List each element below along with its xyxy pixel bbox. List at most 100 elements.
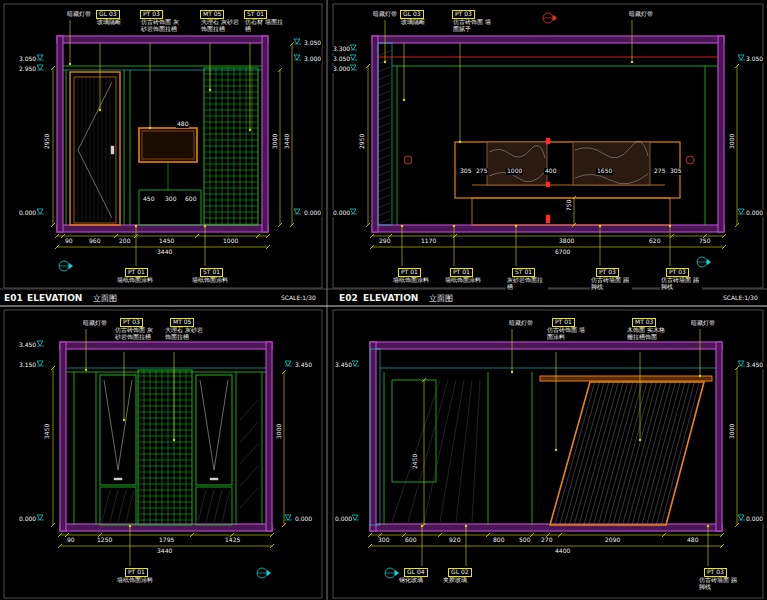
annotation-text: 620 [648,238,661,245]
annotation-text: 3.450 [294,362,313,369]
marble-vein [575,142,648,158]
tile-grid-line [138,400,192,401]
dimension-tick [662,533,666,537]
material-tag: GL 04 [404,568,428,577]
tile-grid-line [138,496,192,497]
ceiling-slab [370,342,722,349]
column-hatch [378,178,392,184]
dimension-tick [282,370,286,374]
leader-dot [669,225,671,227]
annotation-text: 300 [164,196,177,203]
glass-hatch [102,490,110,522]
dimension-tick [55,234,59,238]
annotation-text: 920 [448,537,461,544]
wall-line [705,66,706,225]
dimension-tick [278,68,282,72]
leader-dot [249,129,251,131]
slat-line [637,382,676,525]
annotation-text: 200 [118,238,131,245]
ceiling-line [63,70,262,71]
column-hatch [378,170,392,176]
ceiling-line [392,66,718,67]
red-marker [686,156,694,164]
material-note: 墙纸饰面涂料 [116,577,158,584]
annotation-text: SCALE:1/30 [722,295,759,302]
annotation-text: 2.950 [18,66,37,73]
annotation-text: 500 [518,537,531,544]
tile-grid-line [138,490,192,491]
red-marker [546,182,550,187]
annotation-text: 3.050 [303,40,322,47]
material-note: 钢化玻璃 [398,577,440,584]
title-rule [0,289,767,290]
column-hatch [378,82,392,88]
glass-hatch [198,490,206,522]
dimension-tick [256,234,260,238]
side-wall [57,36,63,232]
level-line [738,366,745,367]
viewport-frame [333,310,763,598]
column [370,349,380,525]
level-line [37,366,44,367]
section-arrow [69,263,73,269]
dimension-line [737,368,738,525]
leader-line [600,226,601,266]
light-trough [540,376,712,381]
level-line [294,214,301,215]
dimension-tick [51,366,55,370]
dimension-tick [722,234,726,238]
annotation-text: 0.000 [303,210,322,217]
glass-hatch [126,490,134,522]
side-wall [262,36,268,232]
wall-line [488,372,489,525]
sheet-divider [327,0,328,600]
leader-line [512,329,513,372]
annotation-text: 450 [142,196,155,203]
annotation-text: 275 [475,168,488,175]
dimension-tick [438,533,442,537]
bench-base [472,198,670,225]
material-tag: PT 03 [120,318,143,327]
door-frame [70,72,120,225]
tile-grid-line [204,140,258,141]
material-tag: MT 05 [200,10,224,19]
dimension-text: 2950 [359,133,366,150]
material-note: 墙纸饰面涂料 [444,277,486,284]
column-hatch [378,218,392,224]
material-tag: PT 01 [552,318,575,327]
tv-screen [139,128,197,162]
tile-grid-line [138,478,192,479]
annotation-text: 3.050 [745,56,764,63]
leader-dot [384,61,386,63]
slat-line [579,382,619,525]
tile-grid-line [138,454,192,455]
annotation-text: 1450 [158,238,175,245]
leader-line [708,526,709,566]
material-note: 仿古砖饰面 灰砂岩饰面拉槽 [114,327,156,341]
level-marker [294,209,300,214]
material-tag: PT 03 [140,10,163,19]
leader-dot [453,225,455,227]
glass-hatch [424,380,456,522]
material-tag: MT 03 [632,318,656,327]
material-tag: GL 03 [400,10,424,19]
leader-line [516,226,517,266]
view-title: E01 [3,293,24,303]
ceiling-slab [372,36,724,43]
level-line [37,346,44,347]
dimension-tick [558,533,562,537]
column-hatch [378,122,392,128]
column-hatch [378,114,392,120]
annotation-text: 3.000 [303,56,322,63]
material-note: 夹胶玻璃 [442,577,484,584]
slat-line [603,382,642,525]
section-arrow [553,15,557,21]
tile-grid [138,370,192,525]
glass-hatch [240,400,258,420]
tile-grid-line [138,430,192,431]
dimension-tick [370,234,374,238]
leader-dot [401,225,403,227]
slat-line [584,382,623,525]
level-marker [37,515,43,520]
door-leaf [74,77,116,223]
